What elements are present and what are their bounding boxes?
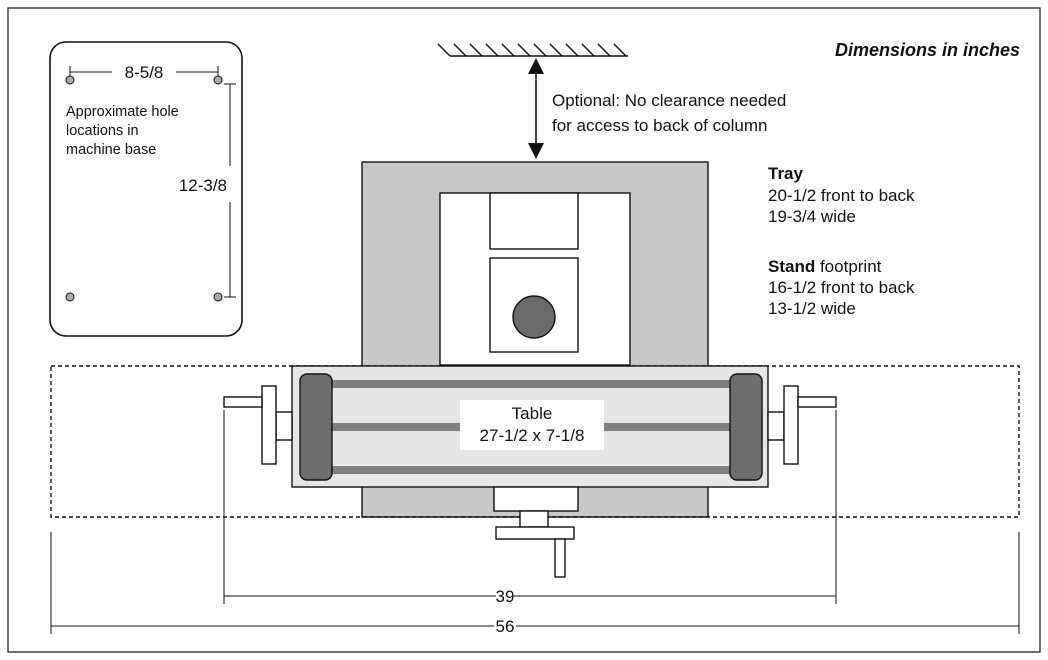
- table-label-line1: Table: [512, 404, 553, 423]
- hole-marker-bottom-right: [213, 292, 223, 302]
- stand-heading-suffix: footprint: [815, 257, 881, 276]
- tray-depth: 20-1/2 front to back: [768, 186, 915, 205]
- hole-location-inset: 8-5/8 12-3/8 Approximate hole locations …: [49, 41, 243, 337]
- table-end-cap-left: [299, 373, 333, 481]
- stand-heading-bold: Stand: [768, 257, 815, 276]
- stand-depth: 16-1/2 front to back: [768, 278, 915, 297]
- clearance-note-line1: Optional: No clearance needed: [552, 91, 786, 110]
- hole-height-dim: 12-3/8: [179, 176, 227, 195]
- clearance-arrow: [528, 58, 544, 159]
- page-title: Dimensions in inches: [835, 40, 1020, 60]
- hole-marker-top-right: [213, 75, 223, 85]
- table-end-cap-right: [729, 373, 763, 481]
- front-handwheel: [493, 486, 579, 578]
- spindle-icon: [512, 295, 556, 339]
- stand-width: 13-1/2 wide: [768, 299, 856, 318]
- table-label-box: [460, 400, 604, 450]
- right-handwheel: [767, 385, 837, 465]
- head-block: [489, 192, 579, 250]
- table-rail-top: [330, 380, 732, 388]
- table-label-line2: 27-1/2 x 7-1/8: [480, 426, 585, 445]
- left-handwheel: [223, 385, 293, 465]
- tray-heading: Tray: [768, 164, 804, 183]
- table-rail-bottom: [330, 466, 732, 474]
- hole-note-line2: locations in: [66, 123, 139, 139]
- clearance-note-line2: for access to back of column: [552, 116, 767, 135]
- hole-width-dim: 8-5/8: [125, 63, 164, 82]
- overall-span-label: 56: [496, 617, 515, 636]
- hole-note-line1: Approximate hole: [66, 104, 179, 120]
- hole-marker-bottom-left: [65, 292, 75, 302]
- handle-span-label: 39: [496, 587, 515, 606]
- inset-border: [49, 41, 243, 337]
- wall-hatch-icon: [437, 43, 628, 57]
- hole-note-line3: machine base: [66, 142, 156, 158]
- hole-marker-top-left: [65, 75, 75, 85]
- tray-width: 19-3/4 wide: [768, 207, 856, 226]
- dimension-56: [50, 532, 1020, 634]
- stand-heading: Stand footprint: [768, 257, 882, 276]
- dimension-39: [223, 410, 837, 604]
